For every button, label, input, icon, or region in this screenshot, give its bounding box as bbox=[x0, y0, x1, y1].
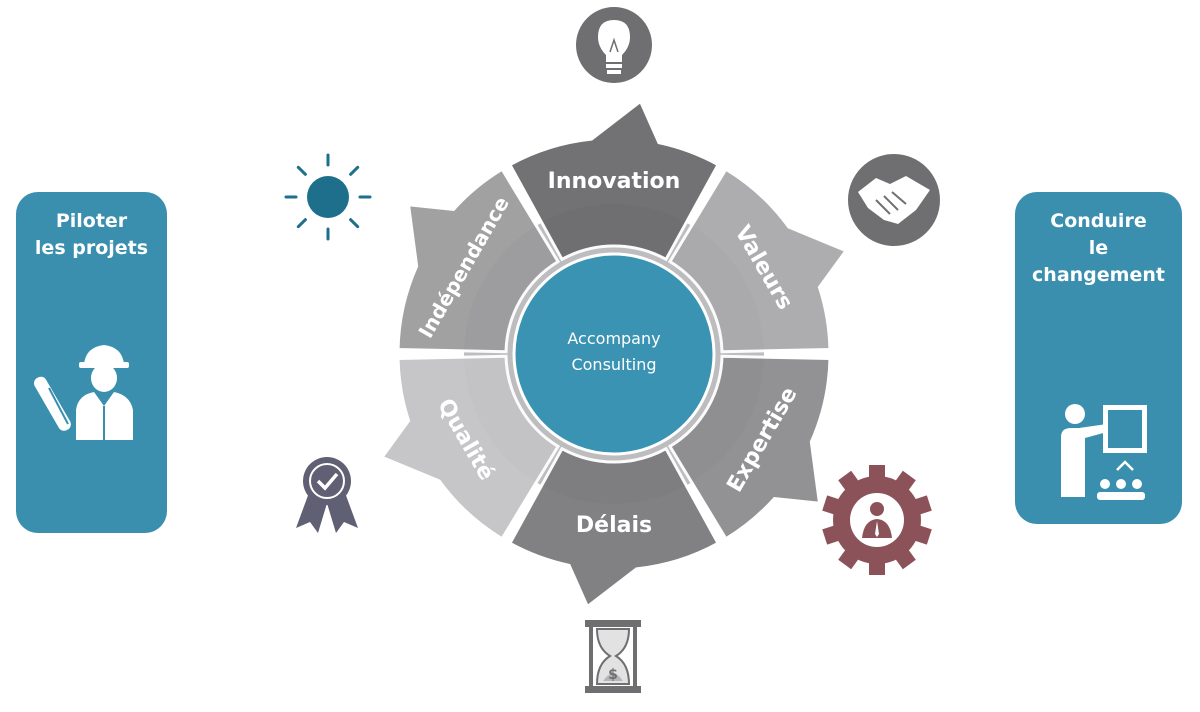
segment-label-4: Délais bbox=[576, 513, 652, 538]
hourglass-icon: $ bbox=[585, 620, 641, 693]
sun-icon bbox=[284, 153, 372, 241]
segment-label-1: Innovation bbox=[548, 169, 681, 194]
segment-6 bbox=[396, 167, 561, 354]
center-label-line1: Accompany bbox=[567, 329, 660, 348]
center-circle bbox=[512, 252, 716, 456]
award-icon bbox=[296, 457, 358, 533]
right-card-title: Conduire le changement bbox=[1015, 208, 1182, 289]
handshake-icon bbox=[848, 154, 940, 246]
segment-2 bbox=[667, 167, 849, 354]
right-card-line2: le bbox=[1088, 237, 1109, 259]
lightbulb-icon bbox=[576, 7, 652, 83]
right-card-conduire: Conduire le changement bbox=[1015, 192, 1182, 524]
segment-1 bbox=[507, 99, 721, 262]
left-card-piloter: Piloter les projets bbox=[16, 192, 167, 533]
segment-5 bbox=[379, 354, 561, 541]
segment-3 bbox=[667, 354, 832, 541]
left-card-line1: Piloter bbox=[55, 210, 128, 232]
center-label-line2: Consulting bbox=[571, 355, 656, 374]
gear-person-icon bbox=[822, 465, 932, 575]
presentation-icon bbox=[1061, 404, 1147, 500]
right-card-line1: Conduire bbox=[1050, 210, 1147, 232]
left-card-line2: les projets bbox=[34, 237, 149, 259]
segment-4 bbox=[507, 446, 721, 609]
left-card-title: Piloter les projets bbox=[16, 208, 167, 262]
engineer-icon bbox=[33, 345, 133, 440]
right-card-line3: changement bbox=[1032, 264, 1165, 286]
svg-text:$: $ bbox=[608, 667, 618, 683]
